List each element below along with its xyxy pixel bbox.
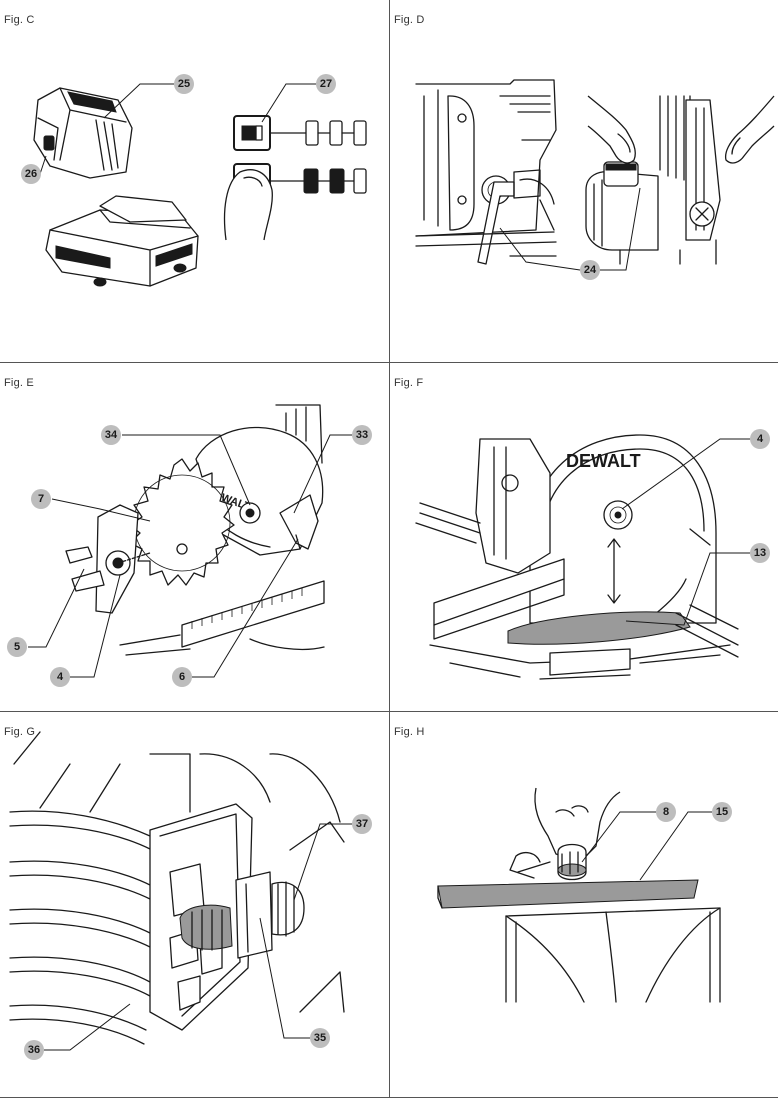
saw-blade-drawing <box>129 458 235 586</box>
callout-8: 8 <box>656 802 676 822</box>
figure-g-panel: Fig. G <box>0 712 389 1097</box>
callout-15: 15 <box>712 802 732 822</box>
svg-text:33: 33 <box>356 429 368 441</box>
svg-text:24: 24 <box>584 264 597 276</box>
dewalt-logo-f: DEWALT <box>566 451 641 471</box>
svg-text:27: 27 <box>320 78 332 90</box>
callout-36: 36 <box>24 1040 44 1060</box>
svg-text:15: 15 <box>716 806 728 818</box>
svg-text:25: 25 <box>178 78 190 90</box>
svg-text:13: 13 <box>754 547 766 559</box>
figure-f-label: Fig. F <box>394 377 424 389</box>
fuel-gauge-drawing <box>223 115 367 241</box>
callout-24: 24 <box>580 260 600 280</box>
figure-g-label: Fig. G <box>4 726 36 738</box>
svg-text:8: 8 <box>663 806 669 818</box>
svg-text:36: 36 <box>28 1044 40 1056</box>
battery-pack-drawing <box>33 87 133 179</box>
figure-c-panel: Fig. C <box>0 0 389 362</box>
svg-text:4: 4 <box>57 671 64 683</box>
svg-text:26: 26 <box>25 168 37 180</box>
figure-c-illustration: 25 26 27 <box>21 74 367 287</box>
callout-6: 6 <box>172 667 192 687</box>
callout-4: 4 <box>50 667 70 687</box>
callout-26: 26 <box>21 164 41 184</box>
svg-text:4: 4 <box>757 433 764 445</box>
spring-bolt-drawing <box>9 731 345 1045</box>
callout-4-f: 4 <box>750 429 770 449</box>
figure-e-panel: Fig. E DEWALT <box>0 363 389 711</box>
svg-text:37: 37 <box>356 818 368 830</box>
figure-e-label: Fig. E <box>4 377 34 389</box>
svg-text:35: 35 <box>314 1032 326 1044</box>
saw-side-view-drawing: DEWALT <box>415 434 739 680</box>
svg-text:5: 5 <box>14 641 20 653</box>
callout-27: 27 <box>316 74 336 94</box>
row-divider-1 <box>0 362 778 363</box>
callout-33: 33 <box>352 425 372 445</box>
figure-e-illustration: DEWALT <box>7 404 372 687</box>
svg-text:7: 7 <box>38 493 44 505</box>
figure-f-illustration: DEWALT <box>415 429 770 680</box>
figure-f-panel: Fig. F DEWALT <box>390 363 778 711</box>
svg-text:34: 34 <box>105 429 118 441</box>
figure-g-illustration: 37 36 35 <box>9 731 372 1060</box>
callout-7: 7 <box>31 489 51 509</box>
figure-h-label: Fig. H <box>394 726 425 738</box>
callout-37: 37 <box>352 814 372 834</box>
hex-key-view-drawing <box>415 79 557 265</box>
callout-5: 5 <box>7 637 27 657</box>
figure-d-label: Fig. D <box>394 14 425 26</box>
figure-d-illustration: 24 <box>415 79 775 280</box>
callout-34: 34 <box>101 425 121 445</box>
svg-text:6: 6 <box>179 671 185 683</box>
charger-drawing <box>45 195 199 287</box>
fence-knob-drawing <box>437 787 721 1003</box>
figure-d-panel: Fig. D <box>390 0 778 362</box>
column-divider <box>389 0 390 1097</box>
callout-35: 35 <box>310 1028 330 1048</box>
figure-c-label: Fig. C <box>4 14 35 26</box>
row-divider-3 <box>0 1097 778 1098</box>
row-divider-2 <box>0 711 778 712</box>
callout-13: 13 <box>750 543 770 563</box>
callout-25: 25 <box>174 74 194 94</box>
figure-h-illustration: 8 15 <box>437 787 732 1003</box>
saw-base-drawing <box>65 502 325 656</box>
figure-h-panel: Fig. H <box>390 712 778 1097</box>
hands-blade-view-drawing <box>585 95 775 265</box>
